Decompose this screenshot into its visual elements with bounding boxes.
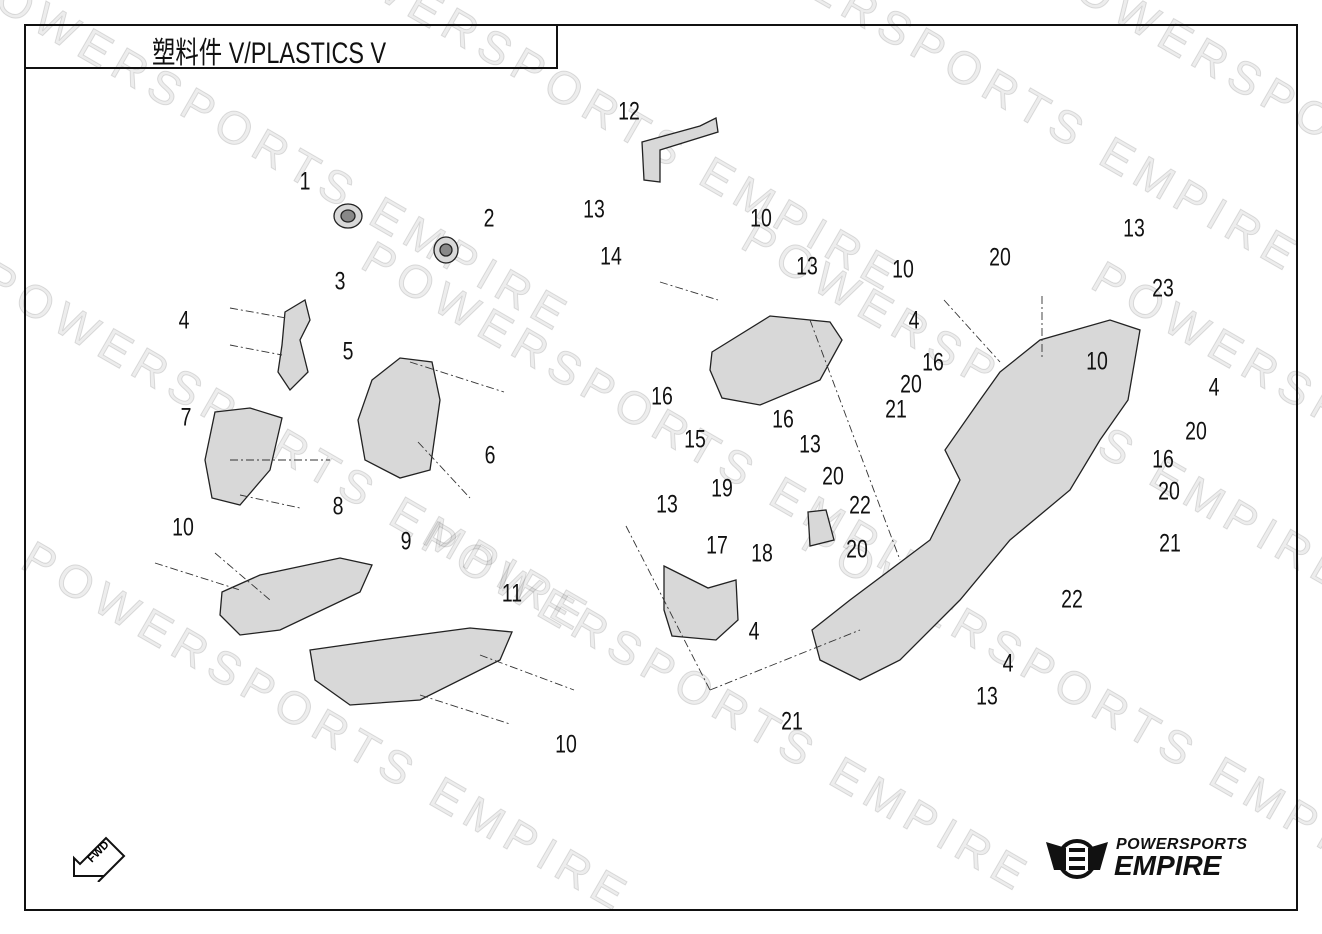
callout-4: 4 <box>1208 373 1220 402</box>
callout-16: 16 <box>772 405 794 434</box>
callout-5: 5 <box>342 337 354 366</box>
callout-16: 16 <box>922 348 944 377</box>
part-23-frame <box>811 319 1141 681</box>
callout-21: 21 <box>1159 529 1181 558</box>
callout-20: 20 <box>900 370 922 399</box>
callout-4: 4 <box>908 306 920 335</box>
callout-6: 6 <box>484 441 496 470</box>
callout-17: 17 <box>706 531 728 560</box>
part-15-tray <box>709 315 843 406</box>
callout-22: 22 <box>1061 585 1083 614</box>
callout-16: 16 <box>1152 445 1174 474</box>
callout-20: 20 <box>846 535 868 564</box>
part-18-clip <box>807 509 835 547</box>
brand-logo: POWERSPORTS EMPIRE <box>1044 834 1284 881</box>
part-7-cover <box>204 407 283 506</box>
callout-14: 14 <box>600 242 622 271</box>
callout-10: 10 <box>1086 347 1108 376</box>
callout-7: 7 <box>180 403 192 432</box>
empire-emblem-icon <box>1046 839 1108 879</box>
callout-4: 4 <box>178 306 190 335</box>
logo-powersports: POWERSPORTS <box>1116 836 1248 853</box>
callout-10: 10 <box>172 513 194 542</box>
title-block <box>24 24 558 69</box>
callout-21: 21 <box>885 395 907 424</box>
part-9-panel <box>219 557 373 636</box>
callout-13: 13 <box>1123 214 1145 243</box>
callout-9: 9 <box>400 527 412 556</box>
callout-10: 10 <box>750 204 772 233</box>
callout-22: 22 <box>849 491 871 520</box>
callout-13: 13 <box>583 195 605 224</box>
part-12-strap <box>641 117 719 183</box>
part-17-bracket <box>663 564 739 641</box>
callout-3: 3 <box>334 267 346 296</box>
callout-13: 13 <box>799 430 821 459</box>
callout-13: 13 <box>656 490 678 519</box>
logo-empire: EMPIRE <box>1114 850 1222 881</box>
callout-18: 18 <box>751 539 773 568</box>
part-2-grommet <box>433 236 459 264</box>
callout-4: 4 <box>748 617 760 646</box>
callout-1: 1 <box>299 167 311 196</box>
callout-10: 10 <box>555 730 577 759</box>
callout-20: 20 <box>1185 417 1207 446</box>
callout-8: 8 <box>332 492 344 521</box>
page-title: 塑料件 V/PLASTICS V <box>152 37 387 70</box>
part-11-panel <box>309 627 513 706</box>
callout-11: 11 <box>501 579 523 608</box>
part-5-cover <box>357 357 441 479</box>
forward-direction-indicator: FWD <box>70 832 130 887</box>
callout-10: 10 <box>892 255 914 284</box>
part-3-bracket <box>277 298 311 392</box>
callout-15: 15 <box>684 425 706 454</box>
callout-23: 23 <box>1152 274 1174 303</box>
callout-20: 20 <box>1158 477 1180 506</box>
callout-4: 4 <box>1002 649 1014 678</box>
callout-19: 19 <box>711 474 733 503</box>
callout-21: 21 <box>781 707 803 736</box>
callout-16: 16 <box>651 382 673 411</box>
callout-13: 13 <box>796 252 818 281</box>
callout-20: 20 <box>822 462 844 491</box>
drawing-border <box>24 24 1298 911</box>
leader-lines <box>154 281 1043 725</box>
callout-12: 12 <box>618 97 640 126</box>
callout-2: 2 <box>483 204 495 233</box>
callout-20: 20 <box>989 243 1011 272</box>
forward-arrow-icon <box>73 836 126 883</box>
callout-13: 13 <box>976 682 998 711</box>
part-1-grommet <box>333 203 363 229</box>
